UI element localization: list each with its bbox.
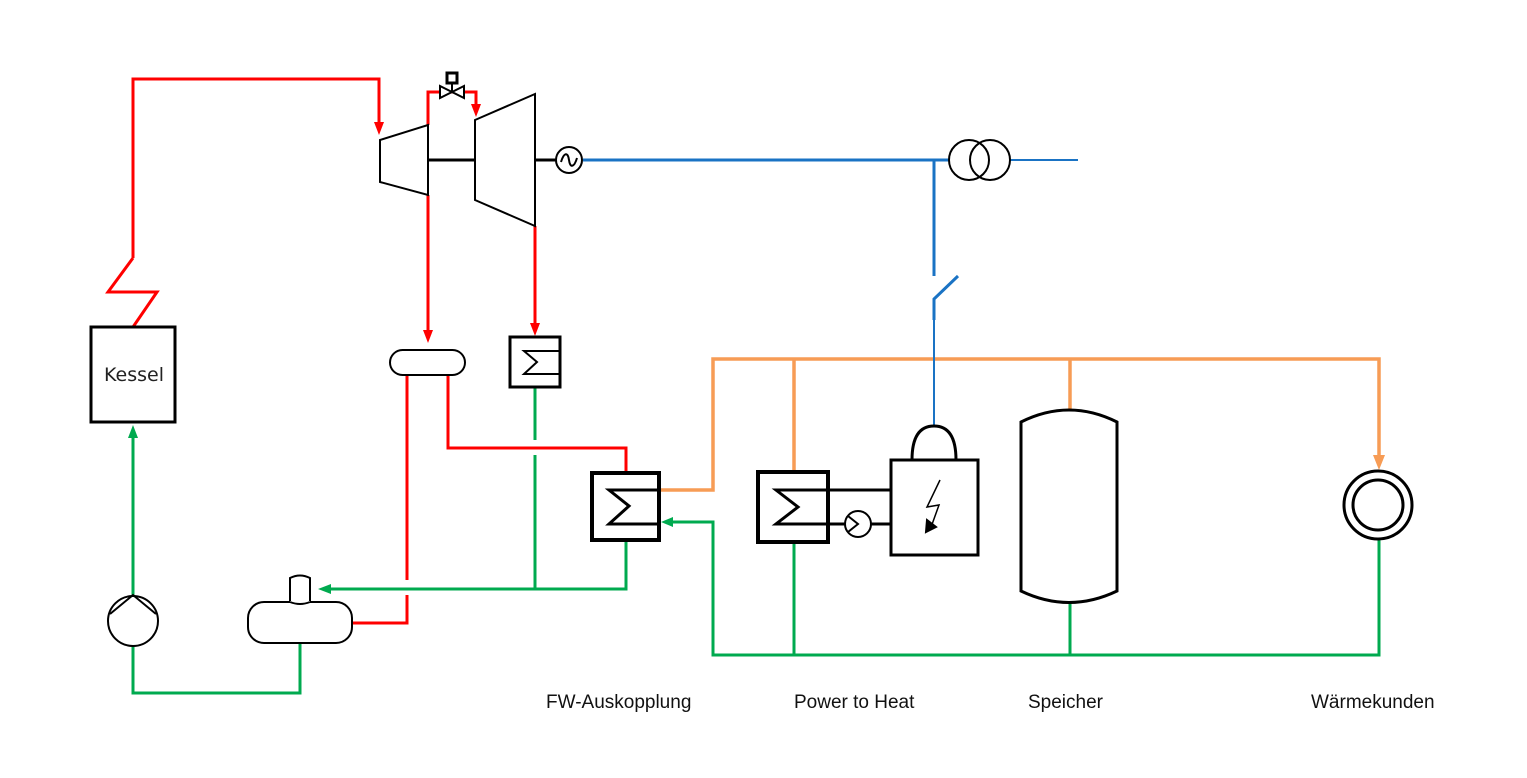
hp-turbine-icon[interactable] bbox=[379, 123, 429, 197]
steam-arrows bbox=[374, 104, 540, 343]
transformer-icon[interactable] bbox=[948, 139, 1011, 181]
section-label-storage: Speicher bbox=[1028, 692, 1103, 713]
steam-line-main bbox=[131, 77, 381, 258]
arrow-icon bbox=[374, 122, 384, 135]
lp-turbine-icon[interactable] bbox=[474, 92, 536, 228]
section-label-consumers: Wärmekunden bbox=[1311, 692, 1435, 713]
water-line-tank-to-pump bbox=[131, 643, 302, 695]
arrow-icon bbox=[318, 584, 331, 594]
steam-zigzag bbox=[105, 257, 160, 328]
feedwater-tank-icon[interactable] bbox=[247, 574, 353, 644]
section-label-p2h: Power to Heat bbox=[794, 692, 915, 713]
heat-consumer-icon[interactable] bbox=[1342, 469, 1414, 541]
storage-tank-icon[interactable] bbox=[1019, 408, 1119, 604]
separator-icon[interactable] bbox=[389, 349, 466, 376]
arrow-icon bbox=[530, 323, 540, 336]
arrow-icon bbox=[423, 330, 433, 343]
p2h-pump-icon[interactable] bbox=[844, 510, 872, 538]
fw-heat-exchanger-icon[interactable] bbox=[590, 471, 661, 542]
arrow-icon bbox=[661, 517, 673, 527]
generator-icon[interactable] bbox=[555, 146, 583, 174]
water-arrows bbox=[128, 425, 673, 594]
section-label-fw: FW-Auskopplung bbox=[546, 692, 692, 713]
condenser-icon[interactable] bbox=[508, 335, 562, 389]
power-lines bbox=[583, 158, 1078, 426]
steam-line-separator-left-2 bbox=[352, 595, 409, 625]
water-line-return bbox=[325, 541, 628, 591]
equipment bbox=[89, 71, 1414, 647]
boiler-label: Kessel bbox=[104, 364, 164, 386]
district-heat-lines bbox=[660, 357, 1381, 492]
lightning-icon bbox=[925, 479, 941, 531]
arrow-icon bbox=[924, 518, 938, 534]
steam-line-crossover bbox=[426, 90, 478, 125]
dh-return-line bbox=[668, 520, 1381, 657]
steam-line-separator-right bbox=[446, 375, 628, 473]
boiler-box[interactable] bbox=[89, 325, 177, 424]
steam-lines bbox=[105, 77, 628, 625]
electric-heater-icon[interactable] bbox=[889, 424, 980, 557]
arrow-icon bbox=[1373, 455, 1385, 470]
arrow-icon bbox=[471, 104, 481, 117]
water-lines bbox=[131, 388, 1381, 695]
p2h-heat-exchanger-icon[interactable] bbox=[756, 470, 891, 544]
valve-icon[interactable] bbox=[439, 71, 465, 100]
dh-supply-line bbox=[660, 357, 1381, 492]
arrow-icon bbox=[128, 425, 138, 438]
switch-icon[interactable] bbox=[932, 274, 960, 320]
feed-pump-icon[interactable] bbox=[107, 593, 159, 647]
